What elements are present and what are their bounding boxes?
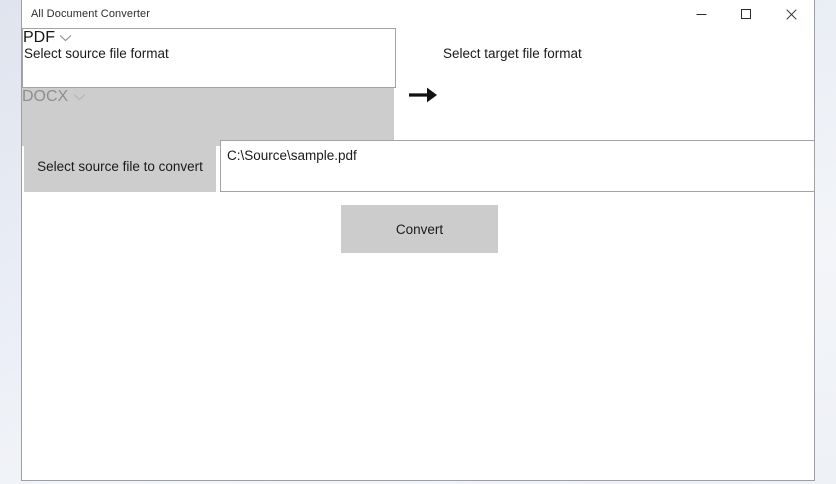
arrow-right-icon bbox=[406, 80, 440, 110]
title-bar: All Document Converter bbox=[22, 0, 814, 28]
select-source-file-button[interactable]: Select source file to convert bbox=[24, 140, 216, 192]
source-format-label: Select source file format bbox=[24, 46, 169, 61]
target-format-dropdown[interactable]: DOCX bbox=[22, 88, 394, 146]
maximize-button[interactable] bbox=[724, 0, 769, 28]
window-title: All Document Converter bbox=[31, 8, 150, 20]
client-area: Select source file format PDF Select tar… bbox=[22, 28, 815, 480]
target-format-value: DOCX bbox=[22, 88, 69, 105]
application-window: All Document Converter Select source bbox=[21, 0, 815, 481]
close-button[interactable] bbox=[769, 0, 814, 28]
chevron-down-icon bbox=[59, 29, 72, 46]
file-path-value: C:\Source\sample.pdf bbox=[227, 148, 357, 163]
source-format-dropdown[interactable]: PDF bbox=[22, 28, 396, 88]
target-format-label: Select target file format bbox=[443, 46, 582, 61]
window-controls bbox=[679, 0, 814, 28]
minimize-button[interactable] bbox=[679, 0, 724, 28]
file-path-input[interactable]: C:\Source\sample.pdf bbox=[220, 140, 815, 192]
source-format-value: PDF bbox=[23, 29, 55, 46]
chevron-down-icon bbox=[73, 88, 86, 105]
convert-button[interactable]: Convert bbox=[341, 205, 498, 253]
